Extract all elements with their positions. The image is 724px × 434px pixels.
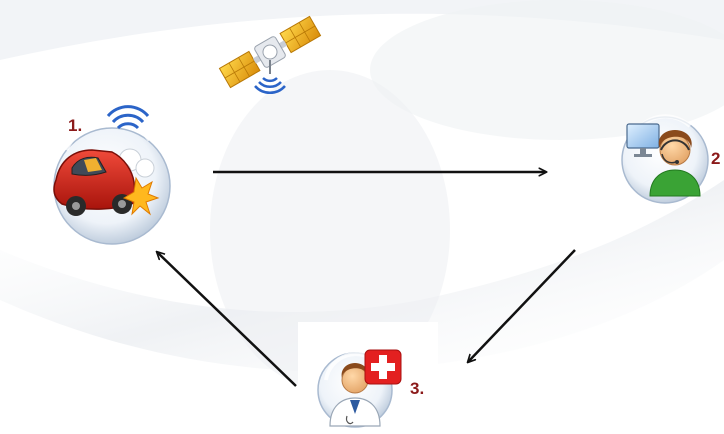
arrow-2-to-3 bbox=[468, 249, 576, 362]
step-label-1: 1. bbox=[68, 116, 83, 135]
signal-waves-icon bbox=[106, 105, 150, 130]
step-label-3: 3. bbox=[410, 379, 425, 398]
satellite-icon bbox=[218, 15, 322, 95]
arrow-3-to-1 bbox=[157, 252, 297, 387]
step-label-2: 2 bbox=[711, 149, 721, 168]
doctor-medical-icon bbox=[298, 322, 438, 434]
red-cross-icon bbox=[364, 349, 402, 385]
call-center-operator-icon bbox=[621, 114, 709, 204]
car-crash-icon bbox=[48, 105, 174, 252]
arrows bbox=[157, 172, 576, 387]
background-swoosh bbox=[0, 0, 724, 390]
